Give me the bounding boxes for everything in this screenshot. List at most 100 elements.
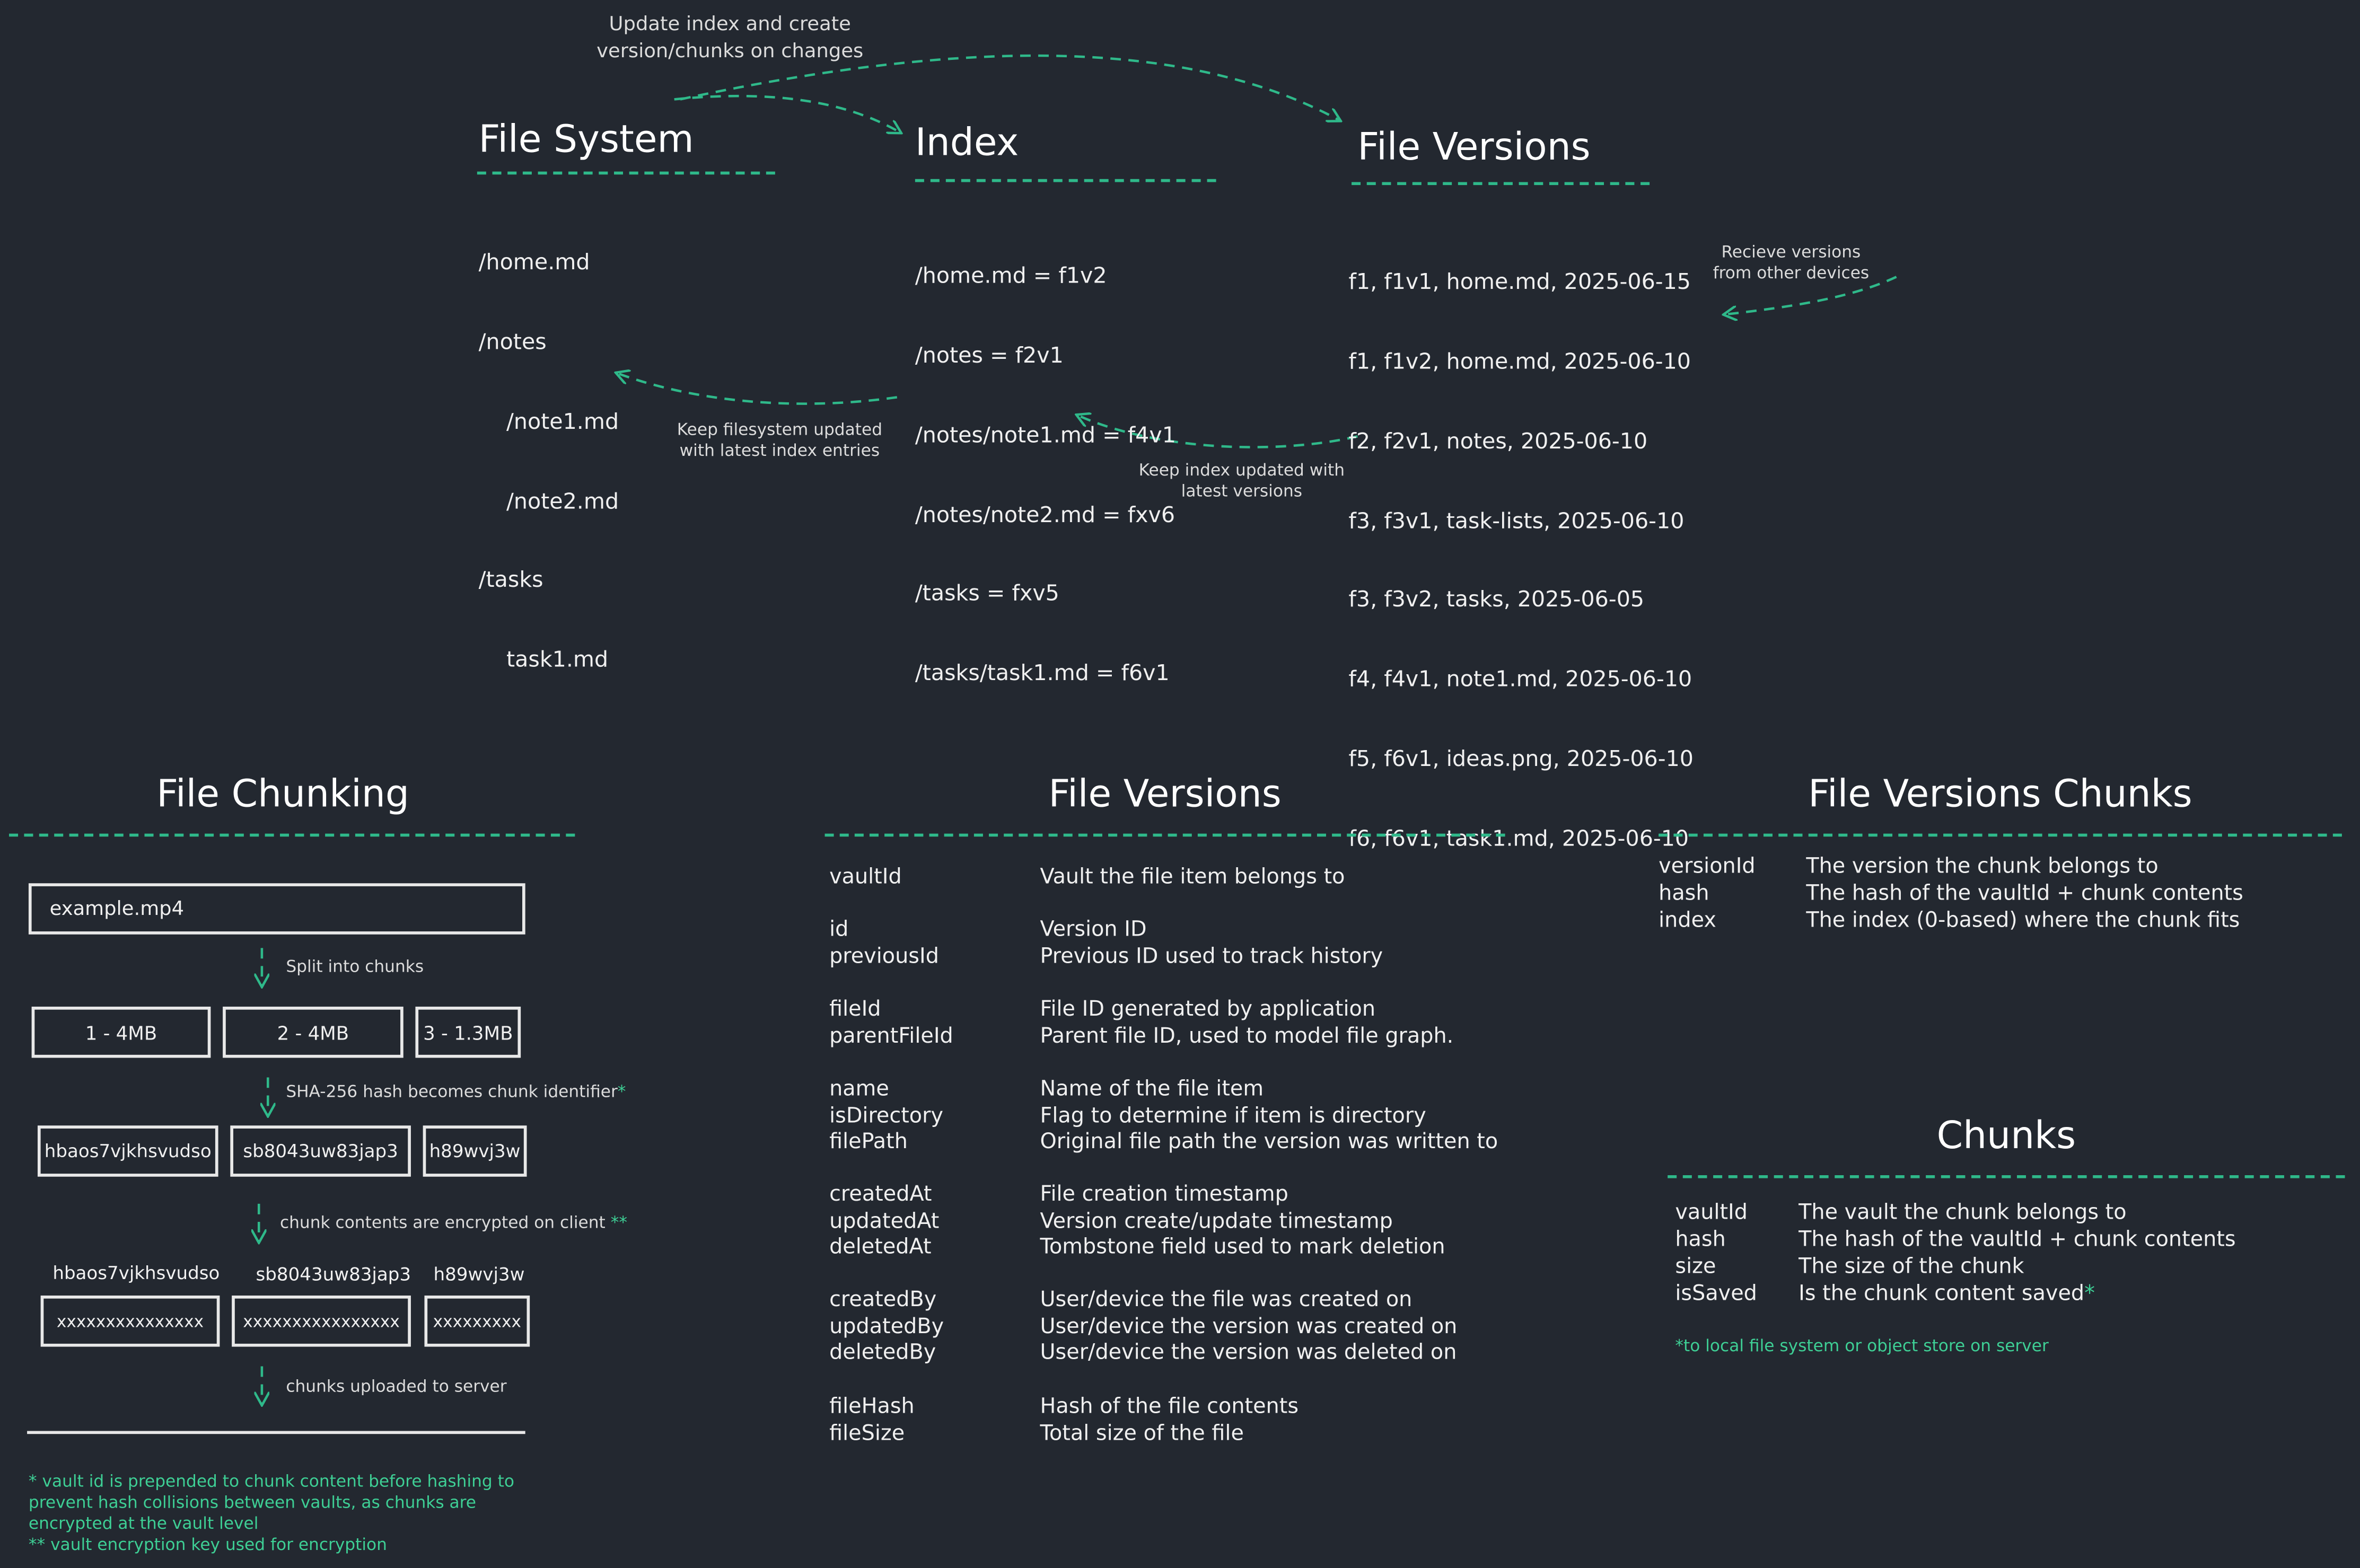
field-description: Hash of the file contents [1040, 1395, 1299, 1419]
index-entry: /tasks/task1.md = f6v1 [915, 662, 1170, 686]
file-name: example.mp4 [49, 897, 185, 920]
field-name: createdAt [829, 1183, 932, 1207]
version-entry: f2, f2v1, notes, 2025-06-10 [1348, 430, 1648, 454]
tree-line: /home.md [478, 251, 590, 276]
index-entry: /tasks = fxv5 [915, 583, 1059, 607]
server-line [27, 1431, 525, 1434]
field-description: Tombstone field used to mark deletion [1040, 1236, 1445, 1260]
version-chunks-title: File Versions Chunks [1808, 772, 2192, 816]
version-chunks-divider [1659, 833, 2342, 837]
field-name: filePath [829, 1130, 908, 1155]
chunks-divider [1668, 1175, 2345, 1178]
chunk-box: 1 - 4MB [31, 1007, 211, 1058]
version-entry: f3, f3v1, task-lists, 2025-06-10 [1348, 509, 1685, 534]
field-name: deletedAt [829, 1236, 932, 1260]
file-system-divider [477, 171, 775, 175]
field-name: name [829, 1077, 889, 1102]
encrypted-content: xxxxxxxxxxxxxxxx [243, 1311, 400, 1331]
step-encrypt: chunk contents are encrypted on client *… [280, 1213, 627, 1234]
tree-line: /note1.md [478, 410, 619, 435]
annotation-keep-index: Keep index updated with latest versions [1138, 460, 1345, 501]
field-name: index [1659, 909, 1716, 933]
encrypted-content: xxxxxxxxx [433, 1311, 521, 1331]
field-description: The version the chunk belongs to [1806, 855, 2159, 879]
file-box: example.mp4 [28, 883, 525, 935]
index-title: Index [915, 120, 1019, 164]
step-hash-text: SHA-256 hash becomes chunk identifier [286, 1081, 618, 1102]
version-entry: f6, f6v1, task1.md, 2025-06-10 [1348, 827, 1689, 851]
arrow-fs-to-versions [680, 54, 1339, 120]
step-encrypt-text: chunk contents are encrypted on client [279, 1212, 606, 1232]
field-name: versionId [1659, 855, 1756, 879]
step-split: Split into chunks [286, 957, 424, 977]
field-name: isSaved [1675, 1282, 1757, 1306]
index-list: /home.md = f1v2 /notes = f2v1 /notes/not… [915, 212, 1176, 742]
field-description: The hash of the vaultId + chunk contents [1806, 882, 2243, 906]
field-name: updatedBy [829, 1314, 944, 1339]
field-description: User/device the version was deleted on [1040, 1341, 1457, 1366]
annotation-keep-filesystem: Keep filesystem updated with latest inde… [677, 419, 883, 461]
field-name: size [1675, 1255, 1716, 1279]
index-entry: /notes/note1.md = f4v1 [915, 424, 1176, 448]
field-description: Flag to determine if item is directory [1040, 1104, 1426, 1128]
field-description: Total size of the file [1040, 1421, 1244, 1446]
field-name: hash [1659, 882, 1709, 906]
version-entry: f5, f6v1, ideas.png, 2025-06-10 [1348, 747, 1694, 772]
field-name: id [829, 918, 849, 942]
field-description: The size of the chunk [1798, 1255, 2024, 1279]
chunk-label: 3 - 1.3MB [423, 1020, 513, 1044]
file-versions-list: f1, f1v1, home.md, 2025-06-15 f1, f1v2, … [1348, 218, 1694, 906]
step-encrypt-mark: ** [610, 1212, 627, 1232]
version-entry: f1, f1v1, home.md, 2025-06-15 [1348, 271, 1691, 295]
hash-box: hbaos7vjkhsvudso [37, 1125, 218, 1177]
file-versions-divider [1352, 182, 1650, 186]
field-description: The hash of the vaultId + chunk contents [1798, 1228, 2236, 1252]
arrow-index-to-fs [617, 373, 898, 405]
field-description: The index (0-based) where the chunk fits [1806, 909, 2240, 933]
field-name: deletedBy [829, 1341, 936, 1366]
encrypted-hash-label: sb8043uw83jap3 [256, 1264, 411, 1285]
chunking-footnote: * vault id is prepended to chunk content… [28, 1472, 515, 1555]
field-description: Vault the file item belongs to [1040, 865, 1345, 889]
version-entry: f3, f3v2, tasks, 2025-06-05 [1348, 588, 1645, 613]
file-system-title: File System [478, 117, 694, 161]
hash-label: h89wvj3w [429, 1140, 521, 1162]
chunking-divider [9, 833, 575, 837]
chunk-box: 2 - 4MB [223, 1007, 403, 1058]
step-hash: SHA-256 hash becomes chunk identifier* [286, 1082, 626, 1103]
hash-box: sb8043uw83jap3 [230, 1125, 411, 1177]
chunks-footnote: *to local file system or object store on… [1675, 1336, 2049, 1356]
tree-line: /note2.md [478, 490, 619, 514]
field-description: User/device the version was created on [1040, 1314, 1458, 1339]
field-description: The vault the chunk belongs to [1798, 1201, 2127, 1225]
chunking-title: File Chunking [156, 772, 409, 816]
field-description: User/device the file was created on [1040, 1288, 1413, 1312]
field-name: fileId [829, 997, 881, 1022]
field-description: Is the chunk content saved* [1798, 1282, 2095, 1306]
field-description-text: Is the chunk content saved [1798, 1282, 2085, 1306]
encrypted-box: xxxxxxxxx [424, 1296, 530, 1347]
encrypted-content: xxxxxxxxxxxxxxx [56, 1311, 204, 1331]
field-name: createdBy [829, 1288, 937, 1312]
index-entry: /notes = f2v1 [915, 344, 1064, 369]
field-name: fileHash [829, 1395, 915, 1419]
tree-line: /tasks [478, 569, 543, 594]
version-entry: f1, f1v2, home.md, 2025-06-10 [1348, 350, 1691, 375]
field-name: vaultId [829, 865, 902, 889]
annotation-receive-versions: Recieve versions from other devices [1713, 242, 1870, 283]
tree-line: /notes [478, 331, 547, 355]
index-entry: /notes/note2.md = fxv6 [915, 503, 1175, 528]
file-system-tree: /home.md /notes /note1.md /note2.md /tas… [479, 199, 619, 728]
hash-box: h89wvj3w [423, 1125, 527, 1177]
field-description: Parent file ID, used to model file graph… [1040, 1024, 1454, 1049]
field-name: hash [1675, 1228, 1726, 1252]
hash-label: sb8043uw83jap3 [243, 1140, 398, 1162]
chunk-label: 2 - 4MB [277, 1020, 349, 1044]
encrypted-hash-label: hbaos7vjkhsvudso [52, 1262, 220, 1284]
arrow-other-devices [1725, 276, 1897, 314]
index-entry: /home.md = f1v2 [915, 265, 1107, 289]
field-name: vaultId [1675, 1201, 1748, 1225]
field-name: fileSize [829, 1421, 905, 1446]
